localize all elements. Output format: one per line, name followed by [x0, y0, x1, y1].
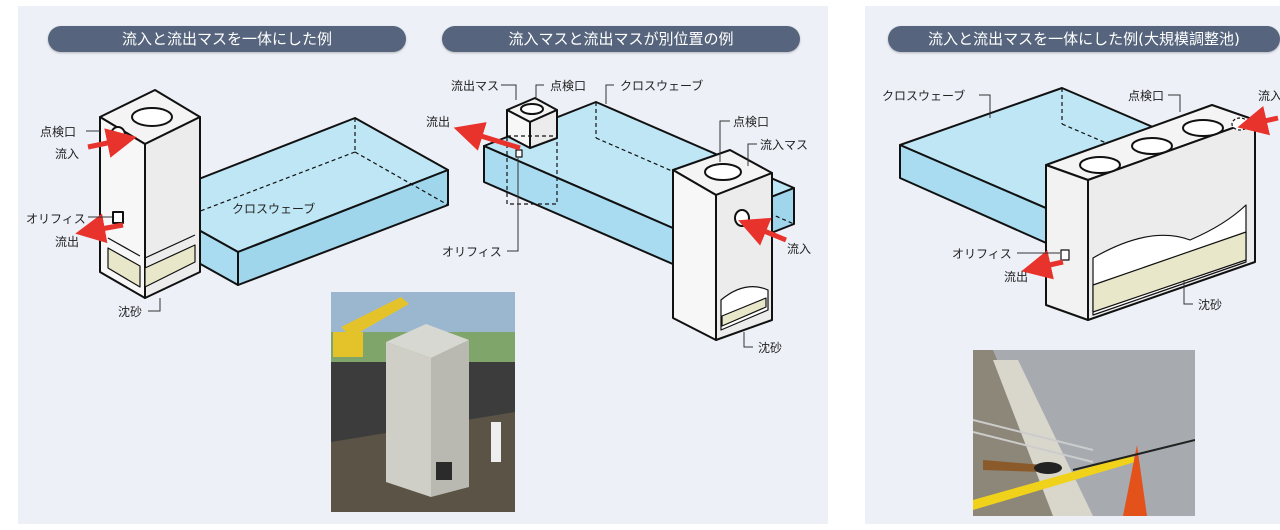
label-outflow-b: 流出	[426, 115, 450, 129]
label-orifice-c: オリフィス	[952, 247, 1012, 261]
label-inflow-c: 流入	[1258, 89, 1280, 103]
label-inspection-port-a: 点検口	[40, 125, 76, 139]
label-crossweave-c: クロスウェーブ	[882, 88, 965, 103]
label-outflow-mass-b: 流出マス	[451, 79, 499, 93]
label-crossweave-a: クロスウェーブ	[232, 201, 315, 216]
header-combined: 流入と流出マスを一体にした例	[48, 26, 406, 52]
label-inflow-b: 流入	[787, 242, 811, 256]
inspection-port-hole	[131, 107, 173, 127]
label-inflow-mass-b: 流入マス	[760, 138, 808, 152]
label-inspection-port-top-b: 点検口	[550, 79, 586, 93]
leader-sediment-a	[148, 298, 161, 312]
label-inspection-port-b: 点検口	[733, 115, 769, 129]
label-orifice-b: オリフィス	[442, 245, 502, 259]
orifice-hole	[112, 211, 124, 224]
sediment-front	[107, 247, 141, 288]
photo-construction-box	[331, 292, 515, 512]
label-sediment-a: 沈砂	[118, 304, 142, 319]
diagram-large	[899, 87, 1256, 321]
sediment-side	[144, 244, 196, 288]
label-orifice-a: オリフィス	[26, 212, 86, 226]
label-outflow-c: 流出	[1004, 270, 1028, 284]
arrow-outflow-b	[453, 122, 521, 151]
arrow-inflow-b	[738, 217, 787, 246]
inflow-mass-front	[672, 169, 717, 341]
label-inspection-port-c: 点検口	[1128, 89, 1164, 103]
diagram-combined	[99, 89, 449, 299]
header-separate: 流入マスと流出マスが別位置の例	[442, 26, 800, 52]
arrow-inflow-a	[87, 128, 137, 158]
label-crossweave-b: クロスウェーブ	[620, 78, 703, 93]
photo-large-pond	[973, 350, 1195, 516]
arrow-outflow-a	[75, 213, 124, 244]
header-large: 流入と流出マスを一体にした例(大規模調整池)	[888, 26, 1280, 52]
arrow-inflow-c	[1237, 106, 1279, 136]
label-outflow-a: 流出	[55, 235, 79, 249]
label-sediment-c: 沈砂	[1198, 297, 1222, 312]
label-sediment-b: 沈砂	[758, 340, 782, 355]
arrow-outflow-c	[1021, 250, 1064, 280]
large-box-left	[1045, 164, 1089, 321]
diagram-separate	[483, 97, 795, 341]
label-inflow-a: 流入	[55, 147, 79, 161]
